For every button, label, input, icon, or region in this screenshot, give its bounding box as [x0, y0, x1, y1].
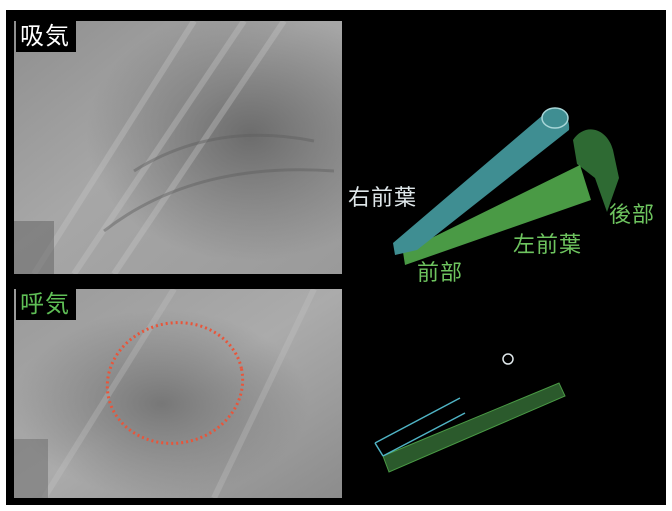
valve-leaflet-diagram [345, 60, 672, 480]
inhale-xray-image: 吸気 [14, 21, 342, 274]
exhale-right-anterior-tip [375, 443, 383, 456]
left-anterior-leaflet-label: 左前葉 [513, 234, 582, 258]
anterior-label: 前部 [417, 262, 463, 286]
exhale-xray-image: 呼気 [14, 289, 342, 498]
right-anterior-leaflet-label: 右前葉 [348, 187, 417, 211]
exhale-label: 呼気 [16, 289, 76, 320]
exhale-left-anterior-outline [383, 383, 565, 472]
small-circle-marker [503, 354, 513, 364]
posterior-label: 後部 [609, 204, 655, 228]
right-anterior-opening [542, 108, 568, 128]
inhale-label: 吸気 [16, 21, 76, 52]
